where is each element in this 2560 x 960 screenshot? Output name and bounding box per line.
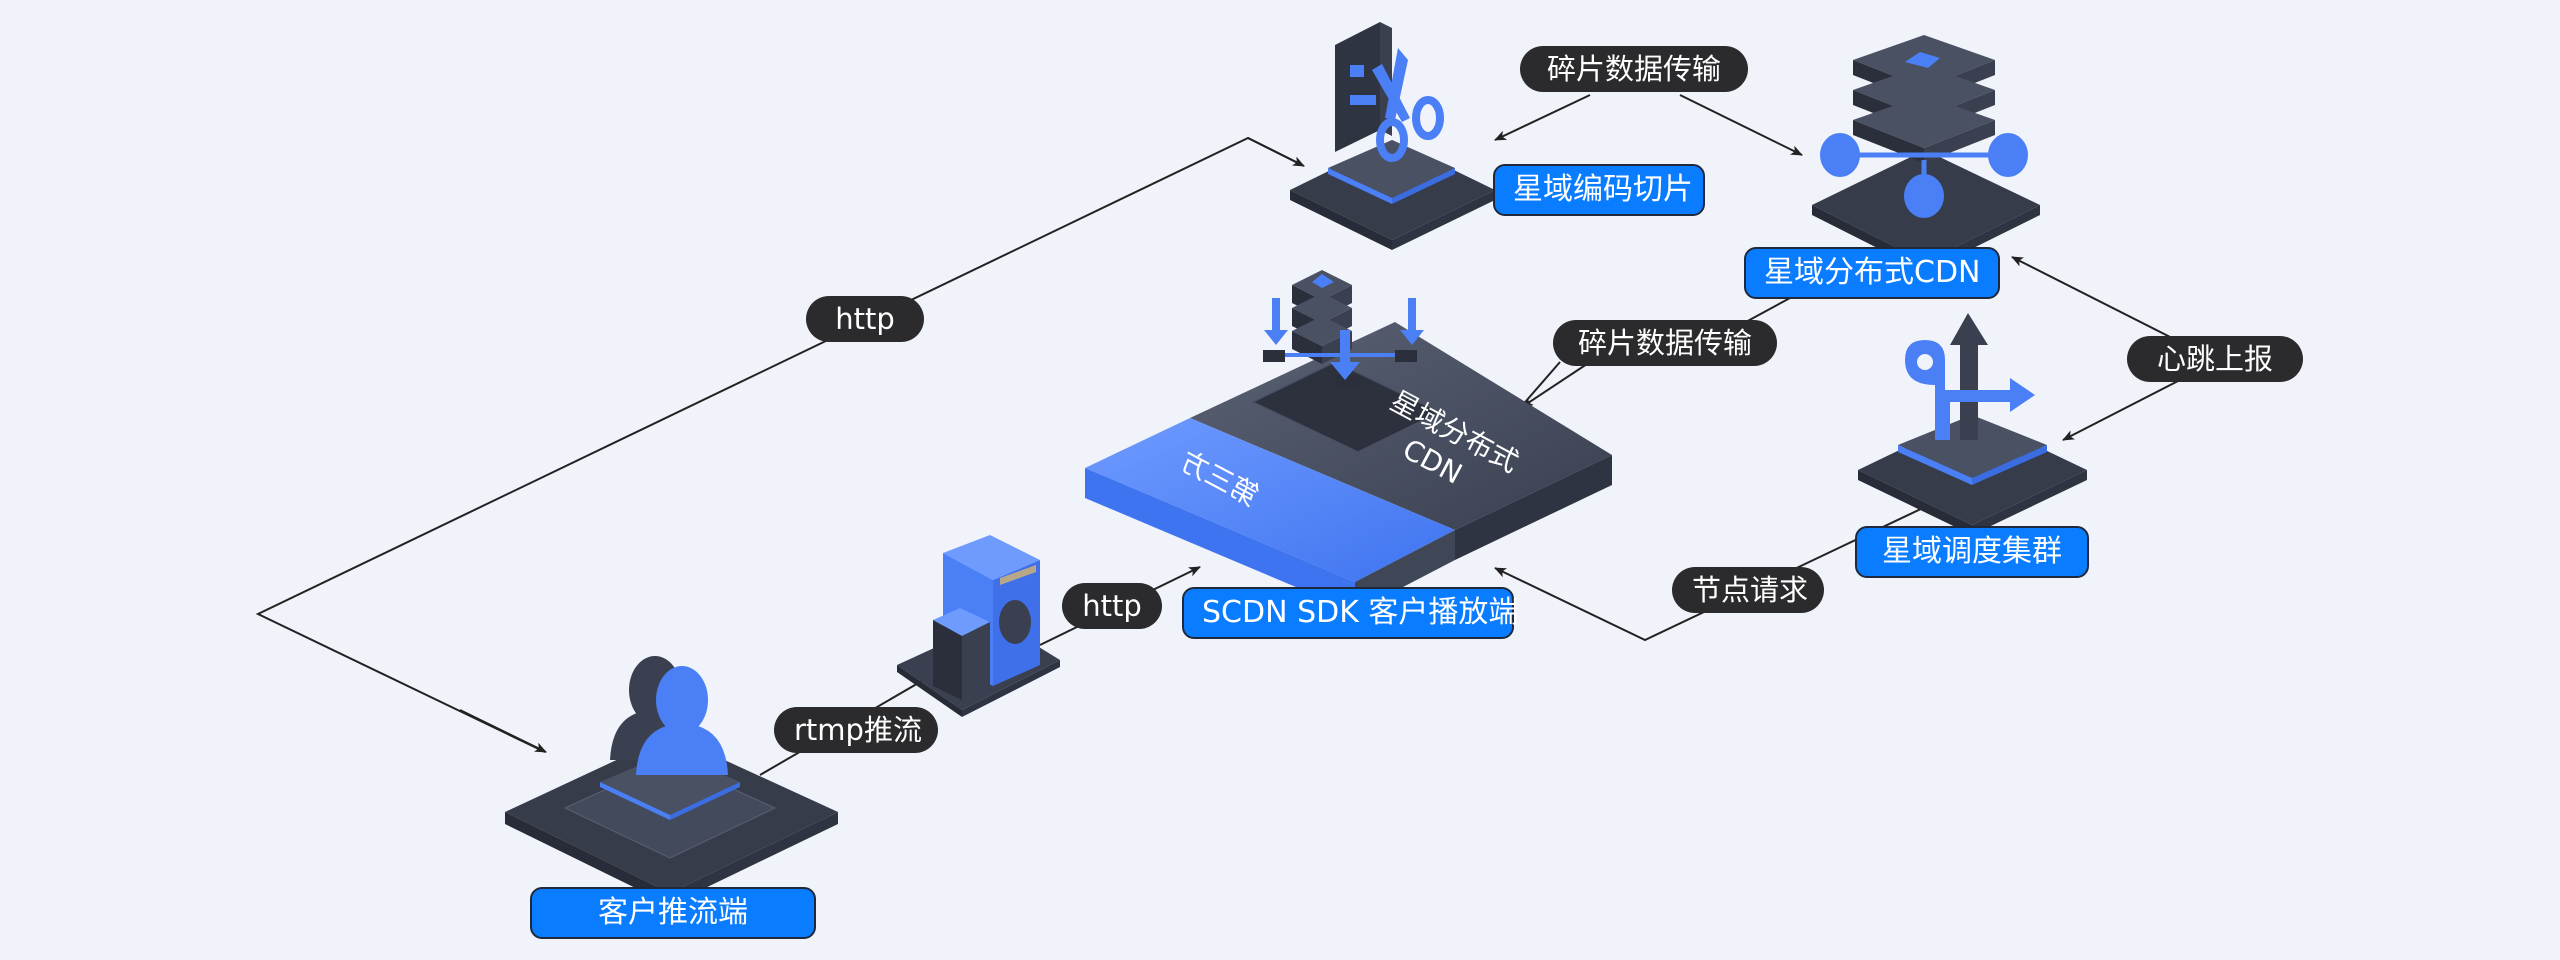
- node-label-scheduler[interactable]: 星域调度集群: [1855, 526, 2089, 578]
- edge-label-rtmp: rtmp推流: [774, 707, 938, 753]
- edge-heartbeat-up: [2011, 256, 2181, 343]
- edge-push-to-encoder-arrow: [459, 709, 547, 753]
- node-label-cdn[interactable]: 星域分布式CDN: [1744, 247, 2000, 299]
- scissors-icon: [1335, 22, 1444, 162]
- edge-transfer-to-encoder: [1494, 94, 1591, 141]
- encoder-node[interactable]: [1290, 22, 1495, 250]
- push-client-node[interactable]: [505, 656, 838, 905]
- sdk-player-platform[interactable]: 第三方 星域分布式 CDN: [1085, 270, 1612, 612]
- server-tower-icon: [933, 535, 1040, 700]
- edge-label-node-request: 节点请求: [1672, 567, 1824, 613]
- node-label-push-client[interactable]: 客户推流端: [530, 887, 816, 939]
- cdn-node[interactable]: [1812, 35, 2040, 272]
- download-stack-icon: [1263, 270, 1424, 389]
- edge-label-heartbeat: 心跳上报: [2127, 336, 2303, 382]
- node-label-sdk-player[interactable]: SCDN SDK 客户播放端: [1182, 587, 1518, 639]
- edge-transfer-to-cdn: [1679, 94, 1803, 156]
- node-label-encoder[interactable]: 星域编码切片: [1493, 164, 1705, 216]
- edge-cdn-to-player-head: [1521, 361, 1591, 408]
- edge-label-transfer-top: 碎片数据传输: [1520, 46, 1748, 92]
- origin-server-node[interactable]: [897, 535, 1060, 717]
- scheduler-node[interactable]: [1858, 313, 2087, 535]
- person-icon: [610, 656, 728, 775]
- route-arrow-icon: [1905, 313, 2035, 440]
- edge-label-http-server: http: [1062, 583, 1162, 629]
- edge-label-transfer-mid: 碎片数据传输: [1553, 320, 1777, 366]
- server-stack-icon: [1820, 35, 2028, 218]
- edge-label-http-loop: http: [806, 296, 924, 342]
- edge-heartbeat-down: [2062, 379, 2181, 441]
- edge-node-request-line: [1494, 506, 1926, 642]
- edge-loop-arrow-top: [1247, 137, 1305, 167]
